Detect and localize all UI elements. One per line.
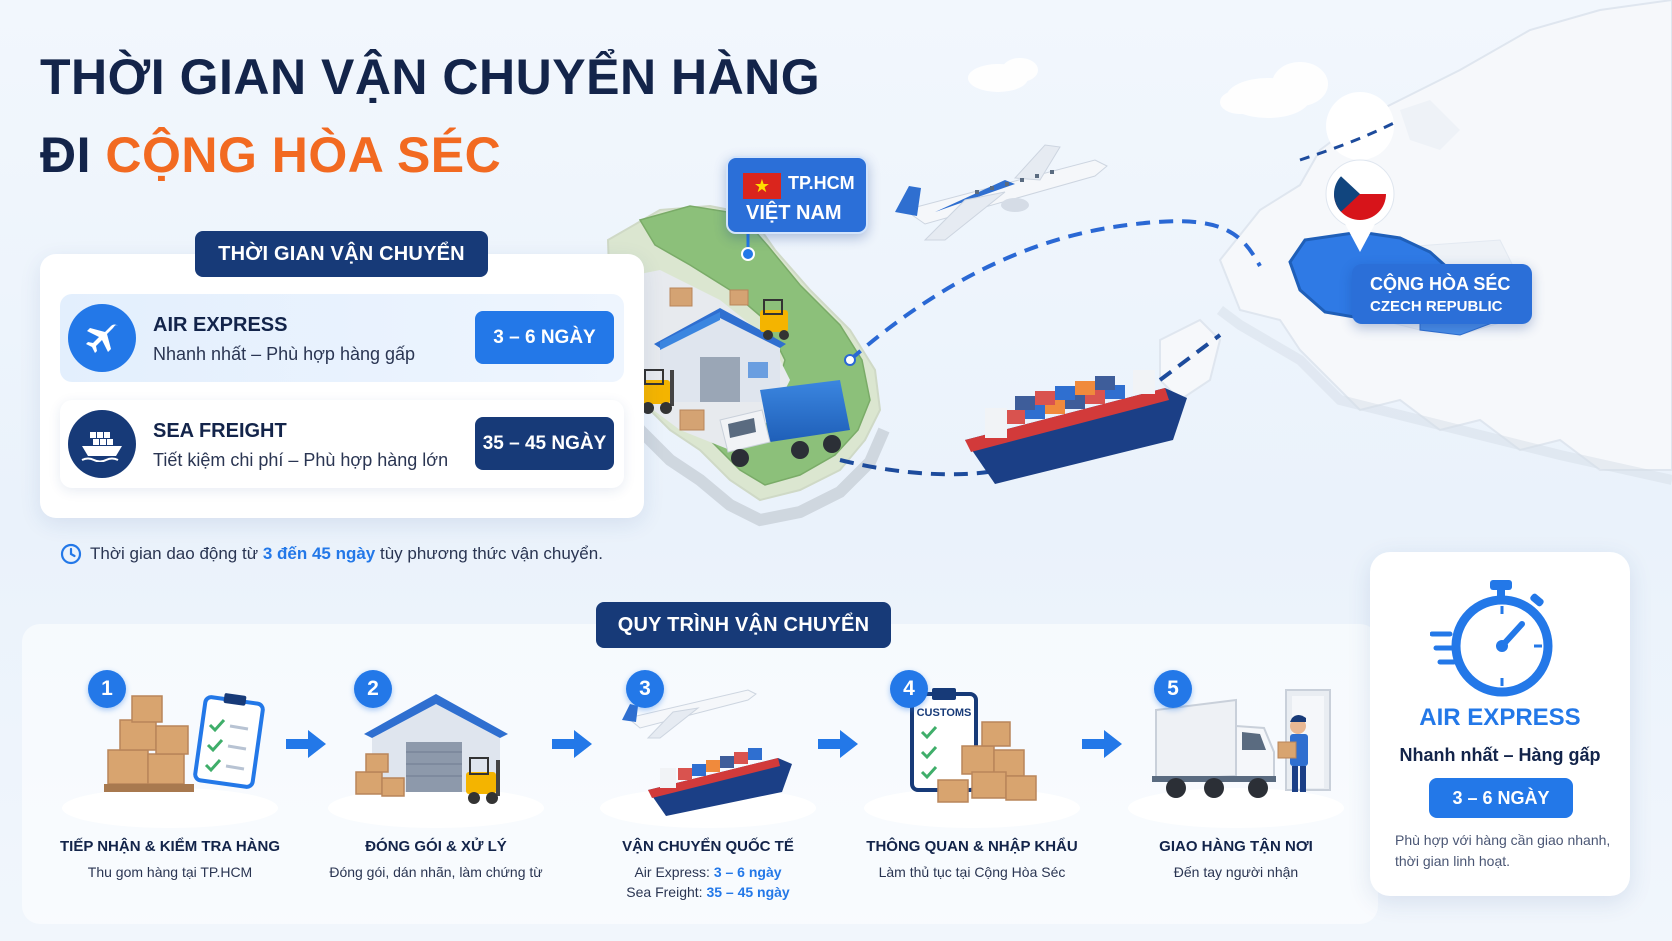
stopwatch-icon (1430, 580, 1553, 697)
arrow-right-icon (1082, 730, 1122, 758)
mode-name: AIR EXPRESS (153, 314, 288, 336)
origin-country: VIỆT NAM (746, 202, 842, 224)
mode-name: SEA FREIGHT (153, 420, 287, 442)
box-icon (669, 287, 749, 431)
clock-icon (60, 543, 82, 565)
step-subtitle: Air Express: 3 – 6 ngày Sea Freight: 35 … (626, 864, 790, 900)
transit-note: Thời gian dao động từ 3 đến 45 ngày tùy … (60, 543, 603, 565)
days-badge: 35 – 45 NGÀY (475, 417, 614, 470)
step-title: GIAO HÀNG TẬN NƠI (1159, 838, 1313, 855)
step-subtitle: Thu gom hàng tại TP.HCM (87, 864, 253, 880)
origin-label: ★ TP.HCM VIỆT NAM (726, 156, 868, 234)
warehouse-illustration (328, 694, 544, 828)
delivery-illustration (1128, 689, 1344, 828)
boxes-checklist-illustration (62, 693, 278, 828)
clipboard-icon (193, 693, 265, 789)
step-number: 5 (1154, 670, 1192, 708)
cloud-icon (968, 58, 1328, 118)
title-line-1: THỜI GIAN VẬN CHUYỂN HÀNG (40, 49, 821, 105)
step-title: TIẾP NHẬN & KIỂM TRA HÀNG (59, 838, 280, 855)
card-title: AIR EXPRESS (1419, 704, 1581, 731)
step-number: 3 (626, 670, 664, 708)
air-route-line (844, 219, 1262, 366)
transit-mode-air: AIR EXPRESS Nhanh nhất – Phù hợp hàng gấ… (60, 294, 624, 382)
card-note: Phù hợp với hàng cần giao nhanh, thời gi… (1395, 832, 1611, 869)
title-accent: CỘNG HÒA SÉC (105, 127, 502, 183)
arrow-right-icon (552, 730, 592, 758)
airplane-icon (68, 304, 136, 372)
note-highlight: 3 đến 45 ngày (262, 544, 376, 563)
card-days-badge: 3 – 6 NGÀY (1429, 778, 1573, 818)
warehouse-icon (654, 308, 786, 402)
step-title: THÔNG QUAN & NHẬP KHẨU (866, 838, 1078, 855)
step-subtitle: Đóng gói, dán nhãn, làm chứng từ (329, 864, 543, 880)
step-subtitle: Đến tay người nhận (1173, 864, 1299, 880)
step-title: ĐÓNG GÓI & XỬ LÝ (365, 838, 507, 855)
airplane-icon (895, 144, 1108, 241)
forklift-icon (760, 299, 789, 340)
mode-description: Nhanh nhất – Phù hợp hàng gấp (153, 344, 416, 364)
arrow-right-icon (818, 730, 858, 758)
transit-mode-sea: SEA FREIGHT Tiết kiệm chi phí – Phù hợp … (60, 400, 624, 488)
page-title: THỜI GIAN VẬN CHUYỂN HÀNG ĐI CỘNG HÒA SÉ… (40, 38, 820, 194)
sea-route-line (839, 118, 1401, 477)
ship-icon (68, 410, 136, 478)
destination-name-en: CZECH REPUBLIC (1370, 298, 1503, 315)
step-subtitle: Làm thủ tục tại Cộng Hòa Séc (878, 864, 1066, 880)
cargo-ship-icon (965, 370, 1187, 484)
transit-section-badge: THỜI GIAN VẬN CHUYỂN (195, 231, 488, 277)
forklift-icon (640, 369, 674, 414)
step-number: 1 (88, 670, 126, 708)
cargo-ship-icon (648, 748, 792, 816)
plane-ship-illustration (600, 689, 816, 828)
destination-name-vi: CỘNG HÒA SÉC (1370, 274, 1511, 294)
route-map-illustration (602, 0, 1672, 527)
forklift-icon (466, 757, 500, 804)
vietnam-flag-icon: ★ (743, 173, 781, 199)
destination-label: CỘNG HÒA SÉC CZECH REPUBLIC (1352, 264, 1532, 324)
transit-time-panel: AIR EXPRESS Nhanh nhất – Phù hợp hàng gấ… (40, 254, 644, 518)
air-express-card: AIR EXPRESS Nhanh nhất – Hàng gấp 3 – 6 … (1370, 552, 1630, 896)
title-line-2: ĐI CỘNG HÒA SÉC (40, 127, 502, 183)
step-number: 2 (354, 670, 392, 708)
location-pin-icon (1325, 92, 1395, 252)
truck-icon (719, 380, 850, 467)
location-pin-icon (741, 218, 755, 261)
customs-stamp-text: CUSTOMS (917, 707, 972, 719)
arrow-right-icon (286, 730, 326, 758)
days-badge: 3 – 6 NGÀY (475, 311, 614, 364)
mode-description: Tiết kiệm chi phí – Phù hợp hàng lớn (153, 450, 449, 470)
delivery-person-icon (1277, 715, 1308, 792)
europe-map (1159, 0, 1672, 485)
origin-city: TP.HCM (788, 173, 855, 193)
process-section-badge: QUY TRÌNH VẬN CHUYỂN (596, 602, 891, 648)
step-number: 4 (890, 670, 928, 708)
customs-illustration: CUSTOMS (864, 688, 1080, 828)
card-subtitle: Nhanh nhất – Hàng gấp (1399, 745, 1601, 765)
airplane-icon (622, 689, 757, 739)
truck-icon (1152, 698, 1276, 798)
step-title: VẬN CHUYỂN QUỐC TẾ (622, 838, 794, 855)
